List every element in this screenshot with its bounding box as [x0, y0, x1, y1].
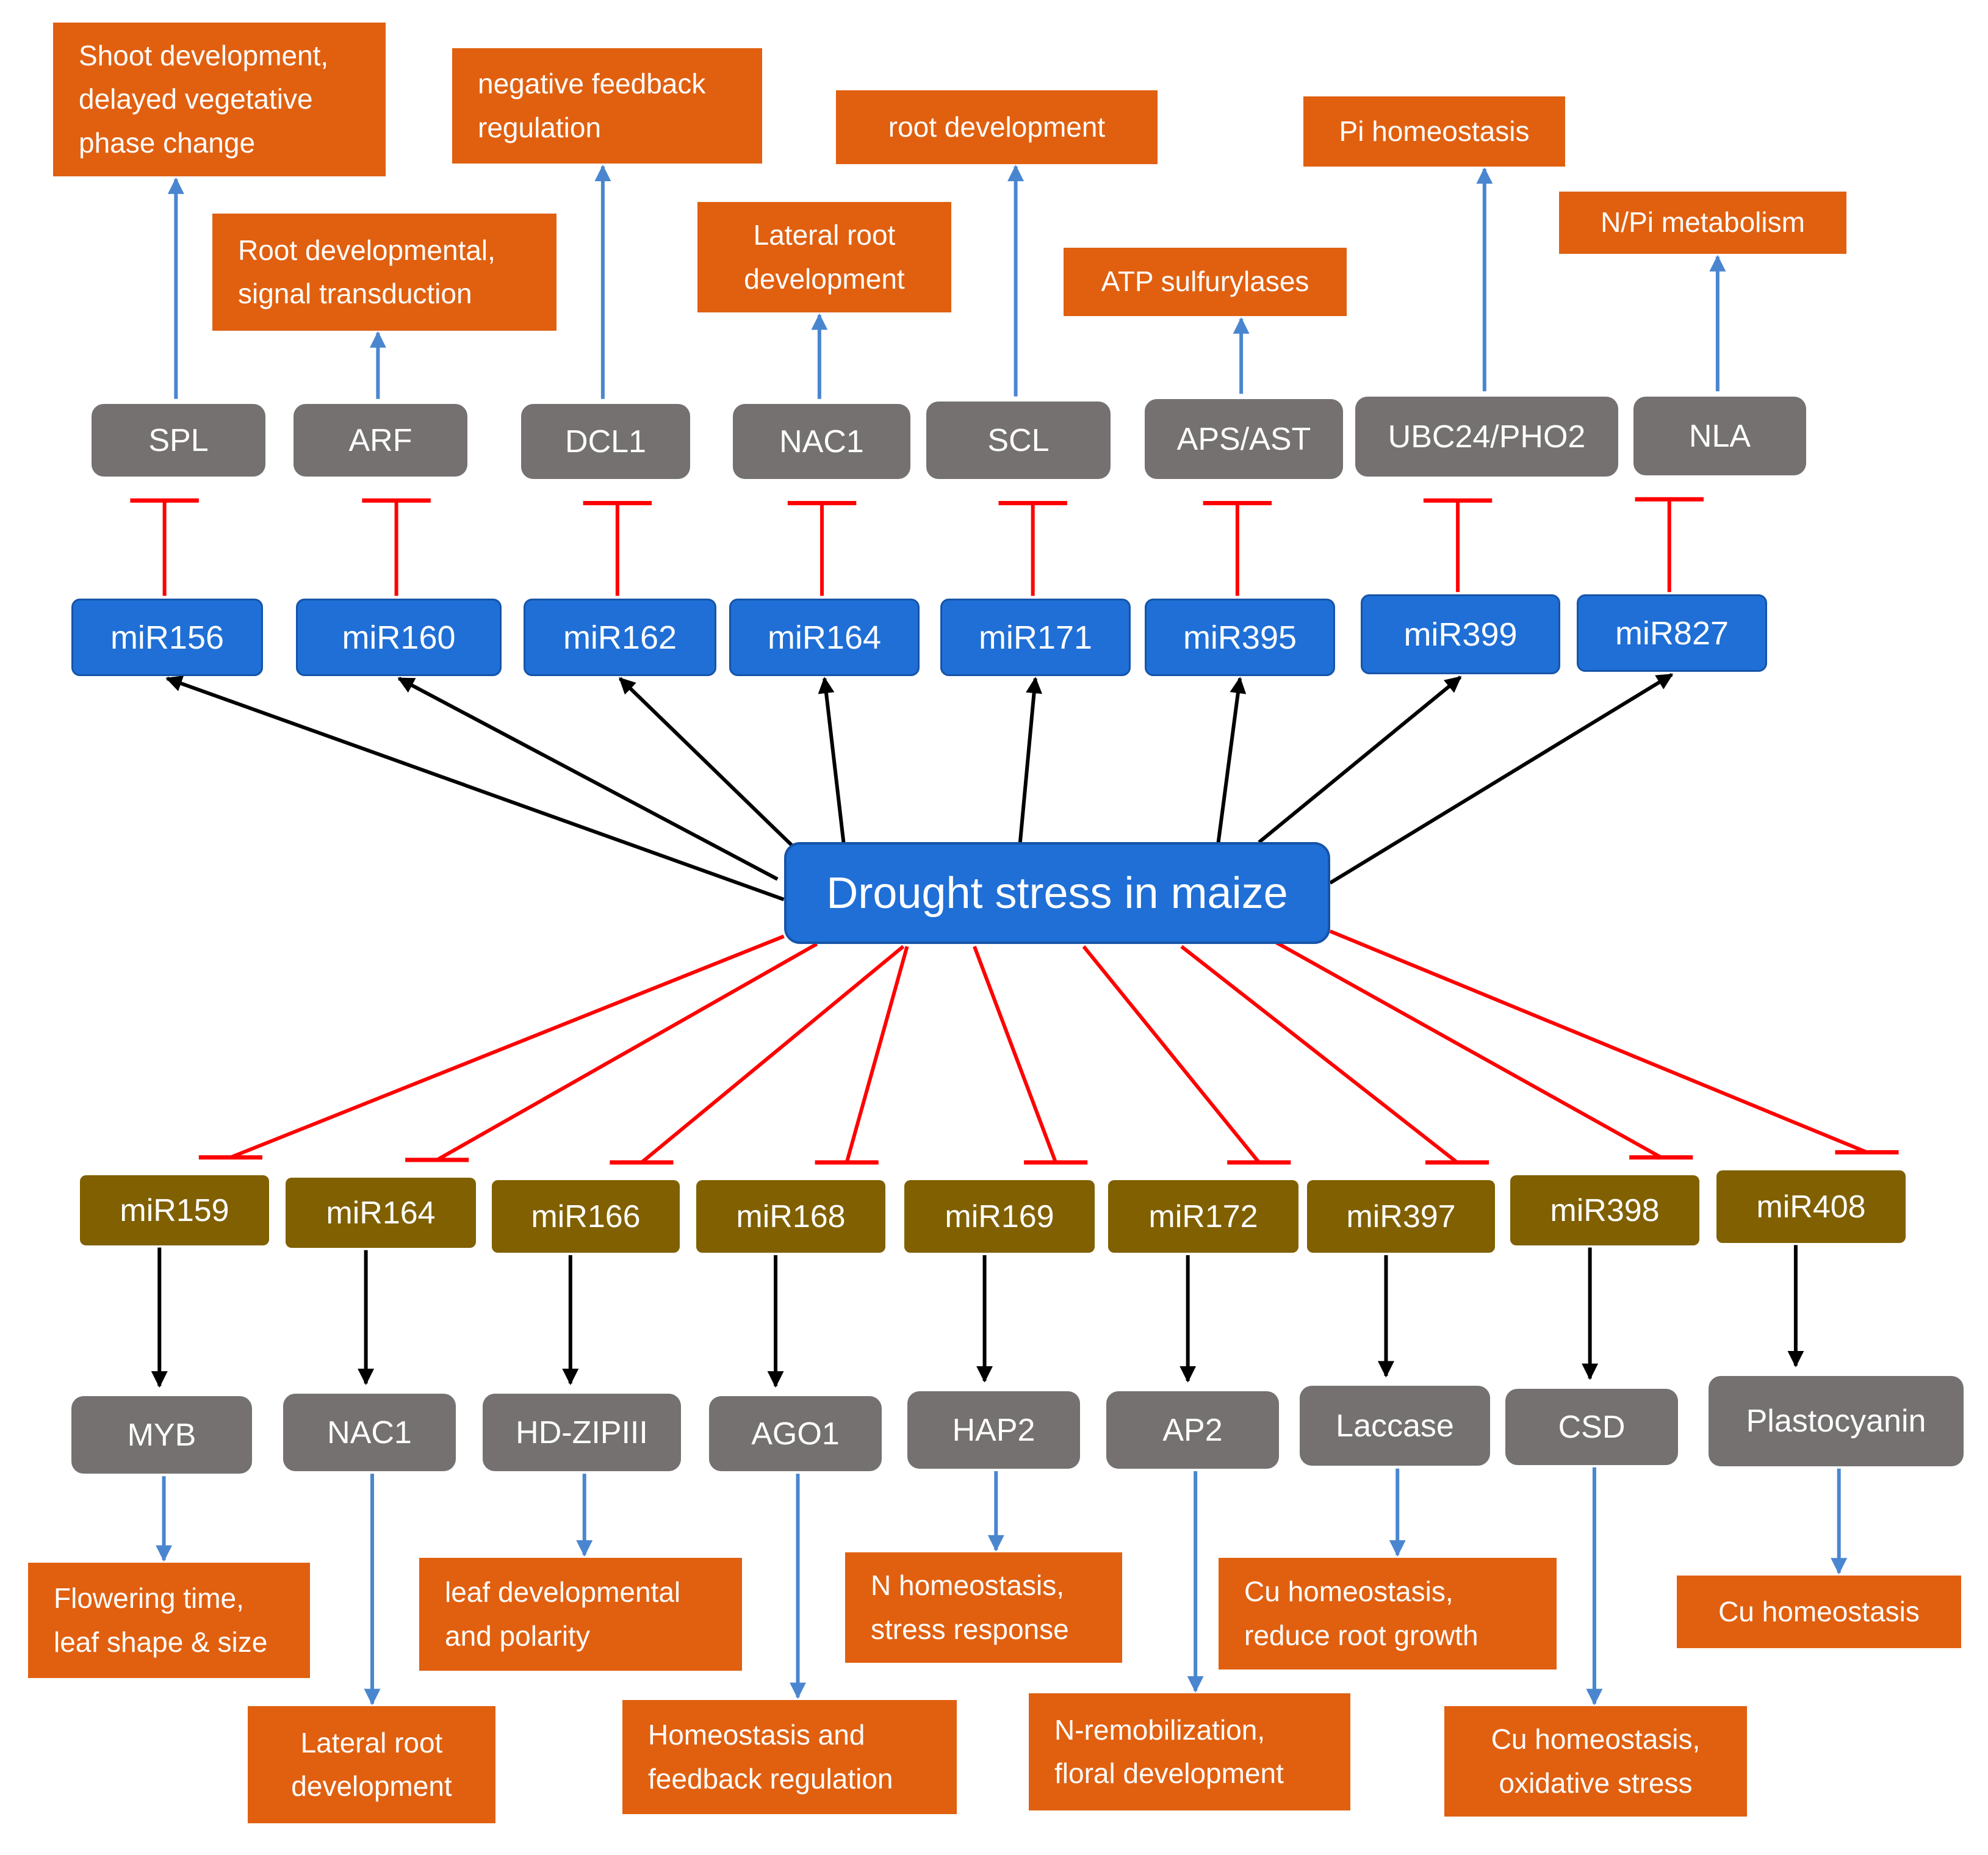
repression-line: [1082, 945, 1261, 1164]
function-box: Cu homeostasis, reduce root growth: [1219, 1558, 1557, 1670]
target-gene-box: NAC1: [733, 404, 910, 479]
induction-arrow: [1216, 677, 1247, 843]
downregulated-mirna-box: miR172: [1108, 1180, 1298, 1253]
target-gene-box: DCL1: [521, 404, 690, 479]
function-box: N homeostasis, stress response: [845, 1552, 1122, 1663]
target-gene-box: APS/AST: [1145, 399, 1343, 479]
induction-arrow: [1258, 675, 1462, 844]
upregulated-mirna-box: miR395: [1145, 599, 1335, 676]
downregulated-mirna-box: miR397: [1307, 1180, 1495, 1253]
downregulated-mirna-box: miR166: [492, 1180, 680, 1253]
function-box: Lateral root development: [697, 202, 951, 312]
target-gene-box: AP2: [1106, 1391, 1279, 1469]
function-box: Root developmental, signal transduction: [212, 214, 556, 331]
function-box: negative feedback regulation: [452, 48, 762, 164]
function-box: Cu homeostasis, oxidative stress: [1444, 1706, 1747, 1817]
downregulated-mirna-box: miR164: [286, 1178, 476, 1248]
downregulated-mirna-box: miR169: [904, 1180, 1095, 1253]
function-box: leaf developmental and polarity: [419, 1558, 742, 1671]
target-gene-box: CSD: [1505, 1389, 1678, 1465]
function-box: Pi homeostasis: [1303, 96, 1565, 167]
target-gene-box: HAP2: [907, 1391, 1080, 1469]
target-gene-box: NAC1: [283, 1394, 456, 1471]
repression-line: [229, 934, 785, 1159]
target-gene-box: Plastocyanin: [1709, 1376, 1964, 1466]
induction-arrow: [397, 677, 779, 881]
induction-arrow: [1329, 672, 1674, 885]
downregulated-mirna-box: miR408: [1716, 1170, 1906, 1243]
downregulated-mirna-box: miR168: [696, 1180, 885, 1253]
repression-line: [1329, 929, 1868, 1154]
target-gene-box: SPL: [92, 404, 265, 477]
upregulated-mirna-box: miR399: [1361, 594, 1560, 674]
upregulated-mirna-box: miR160: [296, 599, 502, 676]
repression-line: [973, 946, 1057, 1164]
function-box: root development: [836, 90, 1158, 164]
repression-line: [1180, 945, 1458, 1164]
function-box: Homeostasis and feedback regulation: [622, 1700, 957, 1814]
induction-arrow: [818, 677, 846, 843]
target-gene-box: ARF: [294, 404, 467, 477]
target-gene-box: UBC24/PHO2: [1355, 397, 1618, 477]
upregulated-mirna-box: miR162: [524, 599, 716, 676]
upregulated-mirna-box: miR156: [71, 599, 263, 676]
repression-line: [845, 946, 909, 1163]
induction-arrow: [618, 677, 797, 850]
function-box: ATP sulfurylases: [1064, 248, 1347, 316]
function-box: Lateral root development: [248, 1706, 495, 1823]
function-box: N/Pi metabolism: [1559, 192, 1846, 254]
repression-line: [640, 945, 905, 1164]
downregulated-mirna-box: miR159: [80, 1175, 269, 1245]
function-box: Cu homeostasis: [1677, 1576, 1961, 1648]
function-box: Flowering time, leaf shape & size: [28, 1563, 310, 1678]
upregulated-mirna-box: miR827: [1577, 594, 1767, 672]
induction-arrow: [165, 675, 785, 901]
upregulated-mirna-box: miR171: [940, 599, 1131, 676]
target-gene-box: NLA: [1633, 397, 1806, 475]
downregulated-mirna-box: miR398: [1510, 1175, 1699, 1245]
target-gene-box: AGO1: [709, 1396, 882, 1471]
target-gene-box: HD-ZIPIII: [483, 1394, 681, 1471]
repression-line: [436, 942, 818, 1162]
target-gene-box: SCL: [926, 402, 1111, 479]
function-box: Shoot development, delayed vegetative ph…: [53, 23, 386, 176]
hub-node: Drought stress in maize: [784, 842, 1330, 944]
upregulated-mirna-box: miR164: [729, 599, 920, 676]
target-gene-box: Laccase: [1300, 1386, 1490, 1466]
function-box: N-remobilization, floral development: [1029, 1693, 1350, 1810]
target-gene-box: MYB: [71, 1396, 252, 1474]
repression-line: [1273, 940, 1662, 1159]
induction-arrow: [1018, 677, 1043, 843]
